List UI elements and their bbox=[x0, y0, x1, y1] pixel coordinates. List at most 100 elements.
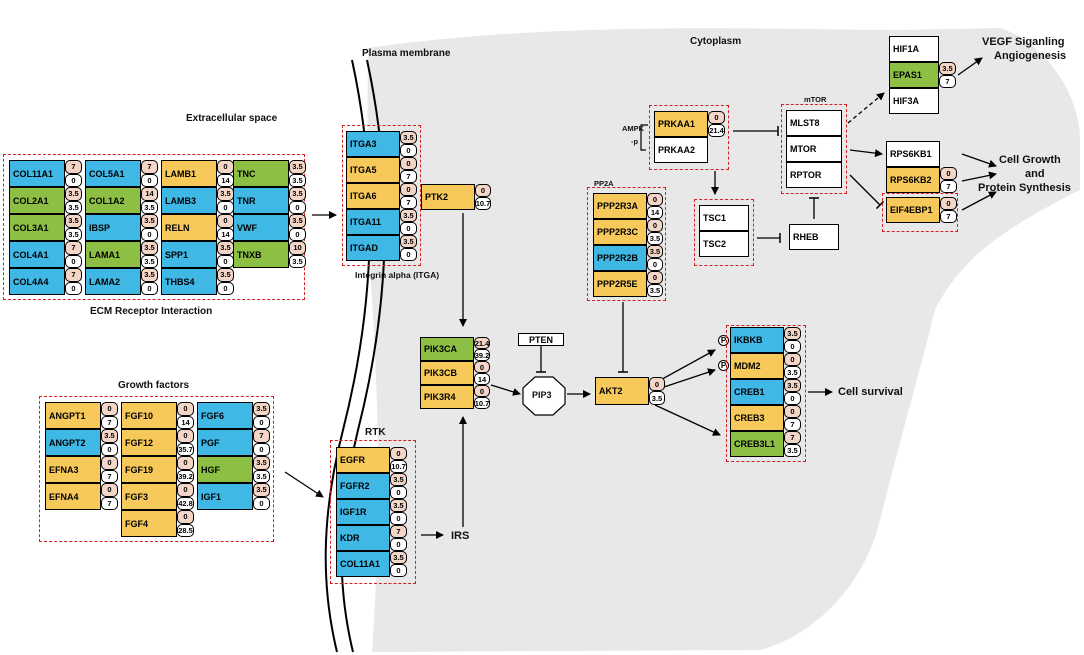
ampk-group bbox=[649, 105, 729, 170]
integrin-alpha-group bbox=[342, 125, 421, 266]
gene-lama2: LAMA2 bbox=[85, 268, 141, 295]
gene-itgad: ITGAD bbox=[346, 235, 400, 261]
edge-mtor-inhibits-eif bbox=[849, 174, 881, 206]
value-reln-down: 14 bbox=[217, 227, 234, 241]
edge-growth-to-rtk bbox=[284, 471, 324, 498]
value-col4a4-down: 0 bbox=[65, 281, 82, 295]
value-thbs4-up: 3.5 bbox=[217, 268, 234, 282]
gene-fgf6: FGF6 bbox=[197, 402, 253, 429]
value-ppp2r2b-down: 0 bbox=[647, 258, 663, 271]
gene-col11a1: COL11A1 bbox=[336, 551, 390, 577]
vegf-label: VEGF Siganling bbox=[982, 36, 1065, 48]
gene-pik3cb: PIK3CB bbox=[420, 361, 474, 385]
value-pgf-down: 0 bbox=[253, 442, 270, 456]
value-mdm2-up: 0 bbox=[784, 353, 801, 366]
angiogenesis-label: Angiogenesis bbox=[994, 50, 1067, 62]
value-angpt2-down: 0 bbox=[101, 442, 118, 456]
value-ppp2r3a-up: 0 bbox=[647, 193, 663, 206]
value-lama1-down: 3.5 bbox=[141, 254, 158, 268]
value-lamb3-up: 3.5 bbox=[217, 187, 234, 201]
value-itga6-down: 7 bbox=[400, 196, 417, 209]
value-fgf3-up: 0 bbox=[177, 483, 194, 497]
value-fgf12-up: 0 bbox=[177, 429, 194, 443]
gene-ikbkb: IKBKB bbox=[730, 327, 784, 353]
value-ikbkb-up: 3.5 bbox=[784, 327, 801, 340]
value-fgf19-down: 39.2 bbox=[177, 469, 194, 483]
value-igf1r-down: 0 bbox=[390, 512, 407, 525]
value-itga5-up: 0 bbox=[400, 157, 417, 170]
mtor-group bbox=[781, 104, 847, 194]
gene-creb1: CREB1 bbox=[730, 379, 784, 405]
value-col11a1-up: 7 bbox=[65, 160, 82, 174]
value-angpt1-up: 0 bbox=[101, 402, 118, 416]
growth-factors-label: Growth factors bbox=[118, 380, 190, 391]
edge-rps6kb2-to-growth bbox=[961, 171, 997, 182]
gene-ptk2: PTK2 bbox=[421, 184, 475, 210]
value-epas1-down: 7 bbox=[939, 75, 956, 88]
edge-mtor-to-hif bbox=[847, 92, 885, 124]
value-lamb1-down: 14 bbox=[217, 173, 234, 187]
value-eif4ebp1-up: 0 bbox=[940, 197, 957, 210]
pp2a-label: PP2A bbox=[594, 179, 614, 188]
gene-mlst8: MLST8 bbox=[786, 110, 842, 136]
gene-itga5: ITGA5 bbox=[346, 157, 400, 183]
value-rps6kb2-up: 0 bbox=[940, 167, 957, 180]
cell-growth-label: Cell Growth bbox=[999, 154, 1061, 166]
value-col4a1-up: 7 bbox=[65, 241, 82, 255]
value-ppp2r5e-down: 3.5 bbox=[647, 284, 663, 297]
gene-rps6kb1: RPS6KB1 bbox=[886, 141, 940, 167]
value-vwf-down: 0 bbox=[289, 227, 306, 241]
gene-rheb: RHEB bbox=[789, 224, 839, 250]
edge-hif-to-vegf bbox=[957, 57, 983, 76]
value-fgf4-down: 28.5 bbox=[177, 523, 194, 537]
ecm-receptor-group bbox=[3, 154, 305, 300]
gene-lamb3: LAMB3 bbox=[161, 187, 217, 214]
eif-group bbox=[882, 193, 958, 232]
edge-akt2-to-ikbkb bbox=[654, 349, 716, 384]
value-egfr-down: 10.7 bbox=[390, 460, 407, 473]
value-igf1-down: 0 bbox=[253, 496, 270, 510]
value-kdr-up: 7 bbox=[390, 525, 407, 538]
value-pik3r4-down: 10.7 bbox=[474, 397, 490, 409]
extracellular-space-label: Extracellular space bbox=[186, 113, 278, 124]
gene-eif4ebp1: EIF4EBP1 bbox=[886, 197, 940, 223]
value-col1a2-up: 14 bbox=[141, 187, 158, 201]
value-lama2-up: 3.5 bbox=[141, 268, 158, 282]
value-kdr-down: 0 bbox=[390, 538, 407, 551]
value-ibsp-down: 0 bbox=[141, 227, 158, 241]
value-igf1-up: 3.5 bbox=[253, 483, 270, 497]
value-egfr-up: 0 bbox=[390, 447, 407, 460]
value-col4a4-up: 7 bbox=[65, 268, 82, 282]
gene-ppp2r3c: PPP2R3C bbox=[593, 219, 647, 245]
value-col4a1-down: 0 bbox=[65, 254, 82, 268]
value-tnc-down: 3.5 bbox=[289, 173, 306, 187]
phospho-mdm2: P bbox=[718, 360, 729, 371]
gene-lama1: LAMA1 bbox=[85, 241, 141, 268]
cytoplasm-label: Cytoplasm bbox=[690, 36, 742, 47]
value-creb3l1-down: 3.5 bbox=[784, 444, 801, 457]
gene-efna3: EFNA3 bbox=[45, 456, 101, 483]
gene-col3a1: COL3A1 bbox=[9, 214, 65, 241]
gene-pik3ca: PIK3CA bbox=[420, 337, 474, 361]
value-pik3ca-down: 39.2 bbox=[474, 349, 490, 361]
gene-creb3l1: CREB3L1 bbox=[730, 431, 784, 457]
value-lamb1-up: 0 bbox=[217, 160, 234, 174]
value-fgf10-up: 0 bbox=[177, 402, 194, 416]
gene-col4a4: COL4A4 bbox=[9, 268, 65, 295]
gene-mdm2: MDM2 bbox=[730, 353, 784, 379]
value-creb3-up: 0 bbox=[784, 405, 801, 418]
gene-pik3r4: PIK3R4 bbox=[420, 385, 474, 409]
gene-tsc2: TSC2 bbox=[699, 231, 749, 257]
value-spp1-down: 0 bbox=[217, 254, 234, 268]
value-ikbkb-down: 0 bbox=[784, 340, 801, 353]
value-thbs4-down: 0 bbox=[217, 281, 234, 295]
value-creb3-down: 7 bbox=[784, 418, 801, 431]
value-fgfr2-up: 3.5 bbox=[390, 473, 407, 486]
gene-hgf: HGF bbox=[197, 456, 253, 483]
gene-tsc1: TSC1 bbox=[699, 205, 749, 231]
value-fgf10-down: 14 bbox=[177, 415, 194, 429]
value-fgf4-up: 0 bbox=[177, 510, 194, 524]
value-prkaa1-down: 21.4 bbox=[708, 124, 725, 137]
pten-box: PTEN bbox=[518, 333, 564, 346]
value-akt2-up: 0 bbox=[649, 377, 665, 391]
